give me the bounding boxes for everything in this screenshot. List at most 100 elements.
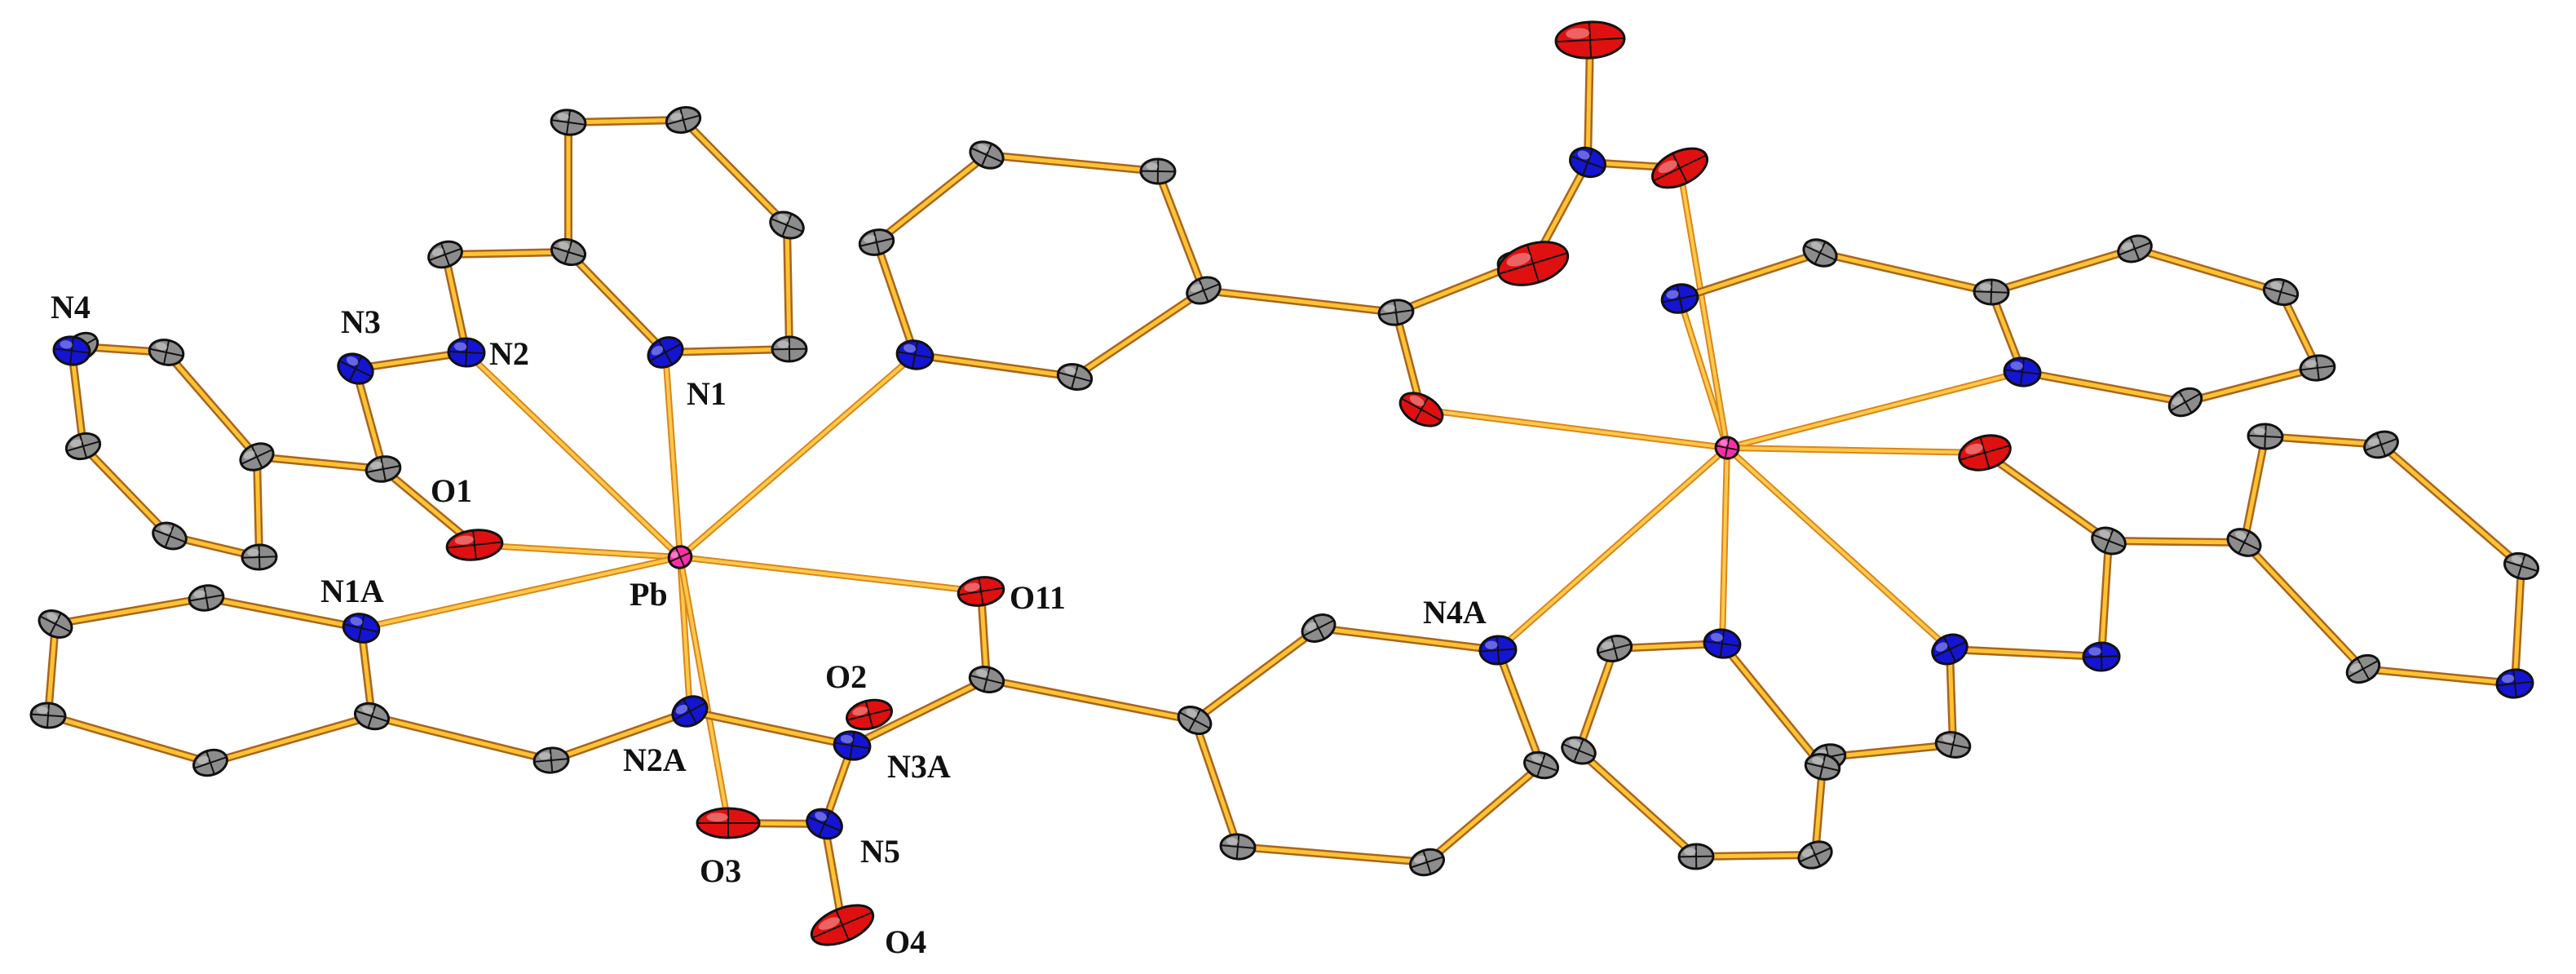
atom-nitrogen-n8 (1660, 283, 1699, 314)
bond-core-c5-c6 (164, 350, 259, 459)
bond-core-c30-n6 (912, 352, 1077, 379)
atom-carbon-c38 (2167, 387, 2203, 418)
bond-core-c10-c11 (566, 117, 686, 125)
atom-carbon-c48 (1561, 736, 1597, 765)
atom-carbon-c26 (858, 228, 895, 256)
label-n3a: N3A (887, 748, 951, 785)
atom-carbon-c7 (365, 455, 402, 483)
bond-core-c39-n10 (2099, 538, 2111, 659)
atom-carbon-c33 (1802, 238, 1838, 268)
bond-core-n1-c9 (566, 250, 668, 355)
bond-core-c23-c24 (1425, 763, 1544, 865)
label-n5: N5 (860, 833, 900, 870)
atom-lead-pb2 (1714, 436, 1740, 460)
atom-carbon-c50 (1797, 840, 1833, 870)
atom-oxygen-o3 (696, 807, 761, 839)
label-n4a: N4A (1423, 594, 1487, 631)
bond-core-c22-c23 (1235, 844, 1429, 865)
atom-carbon-c42 (2226, 528, 2262, 557)
atom-nitrogen-n2a (671, 695, 709, 728)
bond-core-c50-c51 (1813, 764, 1825, 857)
atom-carbon-c29 (1186, 276, 1222, 305)
label-o3: O3 (700, 852, 741, 889)
coordination-bond-core-pb2-o12 (1420, 408, 1729, 449)
label-pb: Pb (630, 576, 668, 613)
atom-nitrogen-n9 (2003, 356, 2042, 387)
atom-carbon-c34 (1973, 278, 2010, 306)
atom-carbon-c11 (665, 106, 702, 134)
coordination-bond-core-pb-o11 (678, 556, 983, 593)
atom-carbon-c3 (152, 521, 188, 551)
bond-core-n12-c46 (2361, 666, 2517, 686)
atom-nitrogen-n12 (2495, 668, 2534, 699)
bond-core-c47-c48 (1576, 646, 1617, 753)
bonds-layer (44, 36, 2525, 929)
bond-core-n1a-c14 (204, 595, 364, 631)
bond-core-n7-o6 (1585, 38, 1593, 165)
bond-core-c26-c27 (874, 153, 989, 245)
atom-nitrogen-n3a (833, 730, 872, 761)
atom-oxygen-o1 (445, 529, 504, 561)
bond-core-n4a-c25 (1316, 626, 1500, 653)
bond-core-c4-c5 (254, 454, 262, 560)
atom-carbon-c31 (1377, 299, 1415, 326)
atom-nitrogen-n3 (337, 352, 374, 385)
bond-core-c43-c44 (2263, 434, 2384, 447)
coordination-bond-core-pb2-n4a (1496, 446, 1729, 652)
atom-carbon-c17 (192, 748, 228, 777)
bond-core-c7-o1 (381, 467, 477, 547)
atom-oxygen-o11 (957, 576, 1005, 607)
bond-core-c35-c36 (2132, 246, 2283, 294)
bond-core-c51-n13 (1720, 641, 1825, 769)
coordination-bond-core-pb-n6 (678, 353, 917, 559)
atom-oxygen-o4 (810, 904, 875, 946)
label-o1: O1 (431, 472, 472, 509)
bond-core-c25-c21 (1192, 626, 1321, 723)
atom-carbon-c47 (1596, 635, 1633, 662)
atom-carbon-c2 (64, 432, 102, 461)
atom-carbon-c30 (1056, 363, 1094, 391)
bond-core-c39-o13 (1982, 450, 2111, 543)
bond-core-c27-c28 (984, 153, 1160, 174)
atom-lead-pb (667, 545, 693, 569)
bond-core-n2-c8 (443, 252, 469, 355)
bond-core-n6-c26 (874, 240, 917, 357)
atom-carbon-c46 (2345, 653, 2381, 684)
bond-core-c46-c42 (2242, 540, 2366, 671)
label-o4: O4 (885, 923, 926, 960)
atom-nitrogen-n6 (895, 339, 935, 370)
coordination-bond-core-pb-n1 (664, 351, 682, 559)
bond-core-c39-c42 (2106, 538, 2247, 545)
bond-core-c20-c21 (984, 677, 1197, 723)
bond-core-c48-c49 (1576, 748, 1699, 859)
bond-core-c12-c13 (784, 223, 792, 352)
atom-carbon-c10 (550, 108, 587, 136)
bond-core-c11-c12 (681, 117, 789, 228)
atom-carbon-c23 (1408, 848, 1446, 877)
bond-core-c37-c38 (2183, 365, 2320, 405)
atom-carbon-c14 (188, 584, 225, 612)
atom-carbon-c13 (771, 335, 808, 363)
atom-nitrogen-n10 (2082, 641, 2121, 672)
bond-core-c28-c29 (1155, 169, 1206, 293)
bond-core-c14-c15 (53, 595, 209, 626)
coordination-bond-core-pb2-n13 (1721, 446, 1729, 645)
bond-core-c16-c17 (46, 713, 213, 765)
label-o2: O2 (825, 658, 867, 695)
atom-carbon-c40 (1934, 731, 1972, 759)
bond-core-n2a-n3a (687, 709, 855, 748)
bond-core-n11-c40 (1947, 647, 1955, 747)
bond-core-c2-c3 (81, 444, 172, 538)
coordination-bond-core-pb-o3 (678, 556, 730, 825)
atom-nitrogen-n13 (1703, 628, 1742, 659)
atom-carbon-c22 (1219, 833, 1257, 861)
atom-carbon-c20 (968, 666, 1005, 693)
coordination-bond-core-pb2-n8 (1678, 297, 1729, 449)
bond-core-n3a-c20 (850, 677, 989, 748)
bond-core-c21-c22 (1192, 718, 1240, 849)
coordination-bond-core-pb2-o7 (1678, 166, 1729, 449)
atom-carbon-c39 (2091, 526, 2127, 556)
bond-core-c8-c9 (443, 250, 571, 257)
coordination-bond-core-pb2-o13 (1725, 446, 1986, 454)
